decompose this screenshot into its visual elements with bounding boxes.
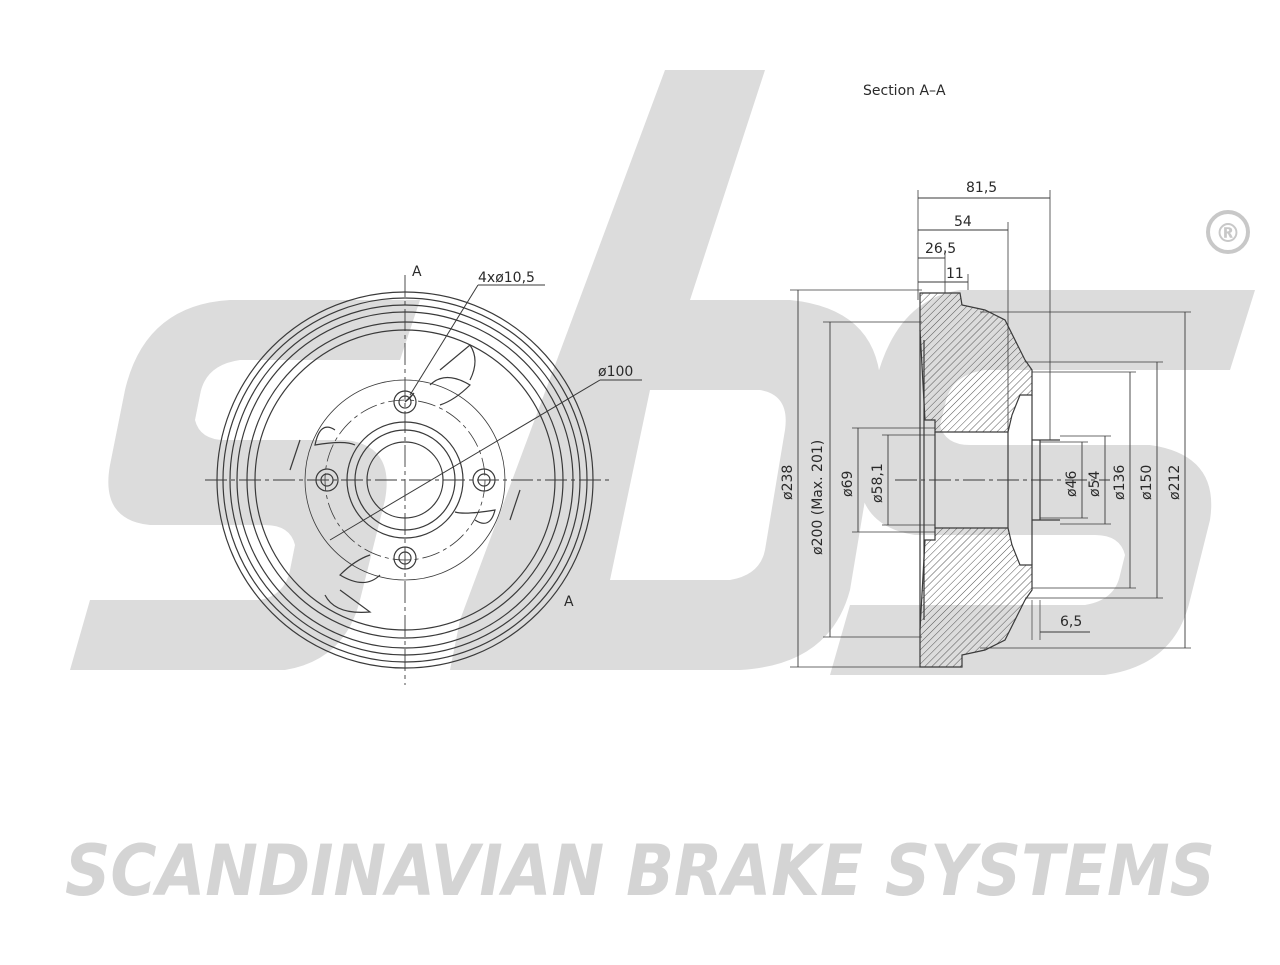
bolt-hole xyxy=(393,546,417,570)
registered-mark-icon: ® xyxy=(1206,210,1250,254)
section-view xyxy=(790,190,1191,668)
section-title: Section A–A xyxy=(863,83,946,99)
bolt-hole xyxy=(393,390,417,414)
dim-dia-58-1: ø58,1 xyxy=(870,463,886,503)
dim-dia-54: ø54 xyxy=(1087,471,1103,497)
dim-flange-6-5: 6,5 xyxy=(1060,614,1082,630)
dim-dia-69: ø69 xyxy=(840,471,856,497)
dim-dia-238: ø238 xyxy=(780,465,796,500)
company-name: SCANDINAVIAN BRAKE SYSTEMS xyxy=(65,830,1215,912)
sbs-logo-watermark xyxy=(70,70,1255,675)
bolt-holes-label: 4xø10,5 xyxy=(478,270,535,286)
dim-total-depth: 81,5 xyxy=(966,180,997,196)
pitch-circle-label: ø100 xyxy=(598,364,633,380)
bolt-hole xyxy=(472,468,496,492)
registered-mark: ® xyxy=(1215,219,1241,249)
front-view xyxy=(205,275,642,685)
dim-dia-136: ø136 xyxy=(1112,465,1128,500)
dim-dia-46: ø46 xyxy=(1064,471,1080,497)
dim-dia-150: ø150 xyxy=(1139,465,1155,500)
section-marker-top: A xyxy=(412,264,422,280)
dim-depth-26-5: 26,5 xyxy=(925,241,956,257)
bolt-hole xyxy=(315,468,339,492)
dim-depth-11: 11 xyxy=(946,266,964,282)
dim-dia-200: ø200 (Max. 201) xyxy=(810,440,826,555)
dim-dia-212: ø212 xyxy=(1167,465,1183,500)
section-marker-bottom: A xyxy=(564,594,574,610)
dim-depth-54: 54 xyxy=(954,214,972,230)
